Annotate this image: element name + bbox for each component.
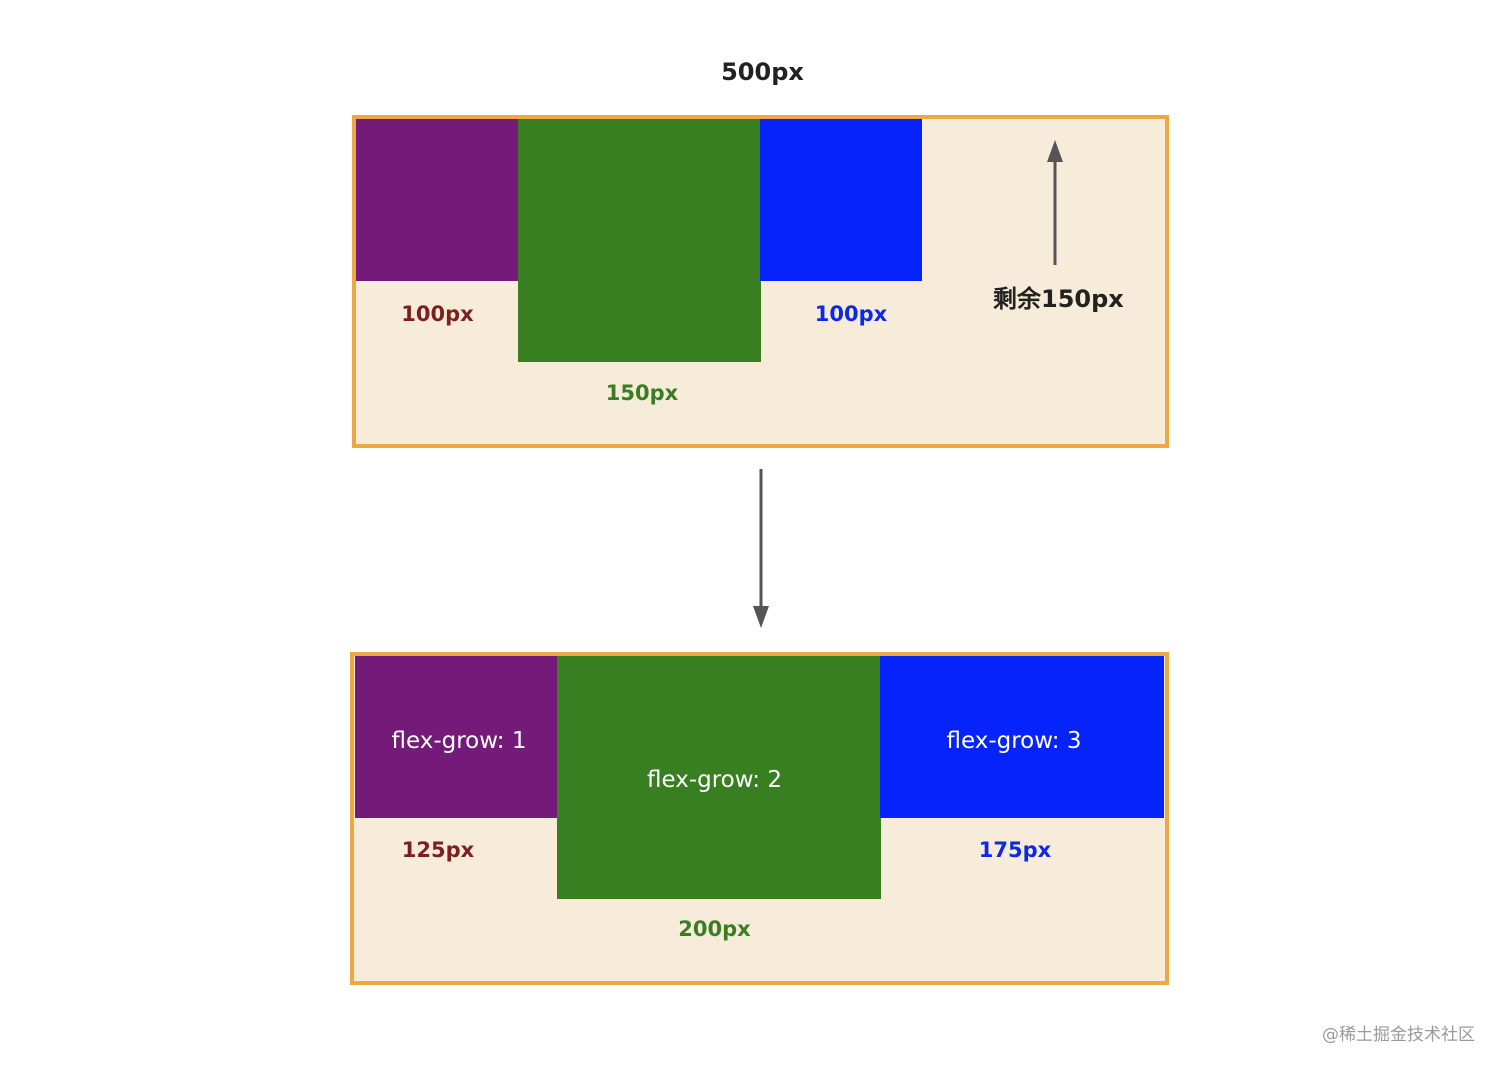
before-item-3	[760, 119, 922, 281]
after-item-2-size: 200px	[678, 917, 751, 941]
after-item-2	[557, 656, 881, 899]
before-item-1	[356, 119, 519, 281]
after-item-1-size: 125px	[401, 838, 475, 862]
before-item-3-size: 100px	[814, 302, 888, 326]
after-item-3-grow: flex-grow: 3	[946, 728, 1082, 754]
watermark-text: @稀土掘金技术社区	[1322, 1025, 1475, 1045]
after-item-1-grow: flex-grow: 1	[391, 728, 527, 754]
up-arrow-icon	[1047, 140, 1063, 265]
before-item-1-size: 100px	[401, 302, 474, 326]
remaining-space-label: 剩余150px	[993, 285, 1124, 313]
before-item-2-size: 150px	[605, 381, 679, 405]
container-width-label: 500px	[721, 58, 804, 86]
before-item-2	[518, 119, 761, 362]
down-arrow-icon	[753, 469, 769, 628]
after-item-3-size: 175px	[978, 838, 1052, 862]
after-item-1	[355, 656, 558, 818]
after-item-3	[880, 656, 1164, 818]
after-item-2-grow: flex-grow: 2	[646, 767, 782, 793]
